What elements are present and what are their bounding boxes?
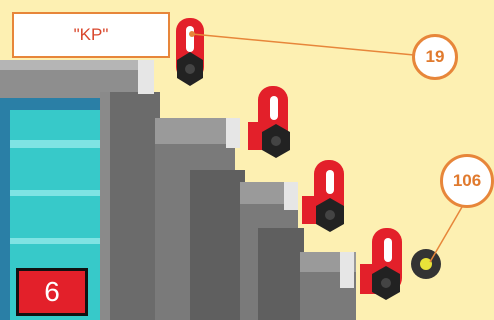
- step-number: 6: [44, 276, 60, 307]
- glass-highlight: [10, 190, 110, 196]
- frame-profile-top: [240, 182, 298, 204]
- clamp-bracket-2: [248, 86, 290, 158]
- part-number-callout: 106: [440, 154, 494, 208]
- frame-profile-edge: [100, 92, 110, 320]
- step-number-badge: 6: [16, 268, 88, 316]
- glass-highlight: [10, 140, 110, 148]
- part-106-spacer: [411, 249, 441, 279]
- clamp-bracket-3: [302, 160, 344, 232]
- frame-profile-inner: [190, 170, 245, 320]
- top-rail-edge: [0, 60, 140, 70]
- end-cap: [226, 118, 240, 148]
- leader-line-106: [429, 206, 463, 263]
- callout-label: "KP": [73, 25, 109, 44]
- part-number-callout: 19: [412, 34, 458, 80]
- end-cap: [340, 252, 354, 288]
- callout-label-box: "KP": [12, 12, 170, 58]
- frame-profile-inner: [258, 228, 304, 320]
- end-cap: [284, 182, 298, 210]
- clamp-bracket-4: [360, 228, 402, 300]
- end-cap: [138, 60, 154, 94]
- leader-line-19: [191, 33, 415, 56]
- glass-highlight: [10, 238, 110, 244]
- part-number: 106: [452, 171, 482, 190]
- part-number: 19: [425, 47, 445, 66]
- frame-profile-top: [155, 118, 235, 144]
- clamp-bracket-1: [176, 18, 204, 86]
